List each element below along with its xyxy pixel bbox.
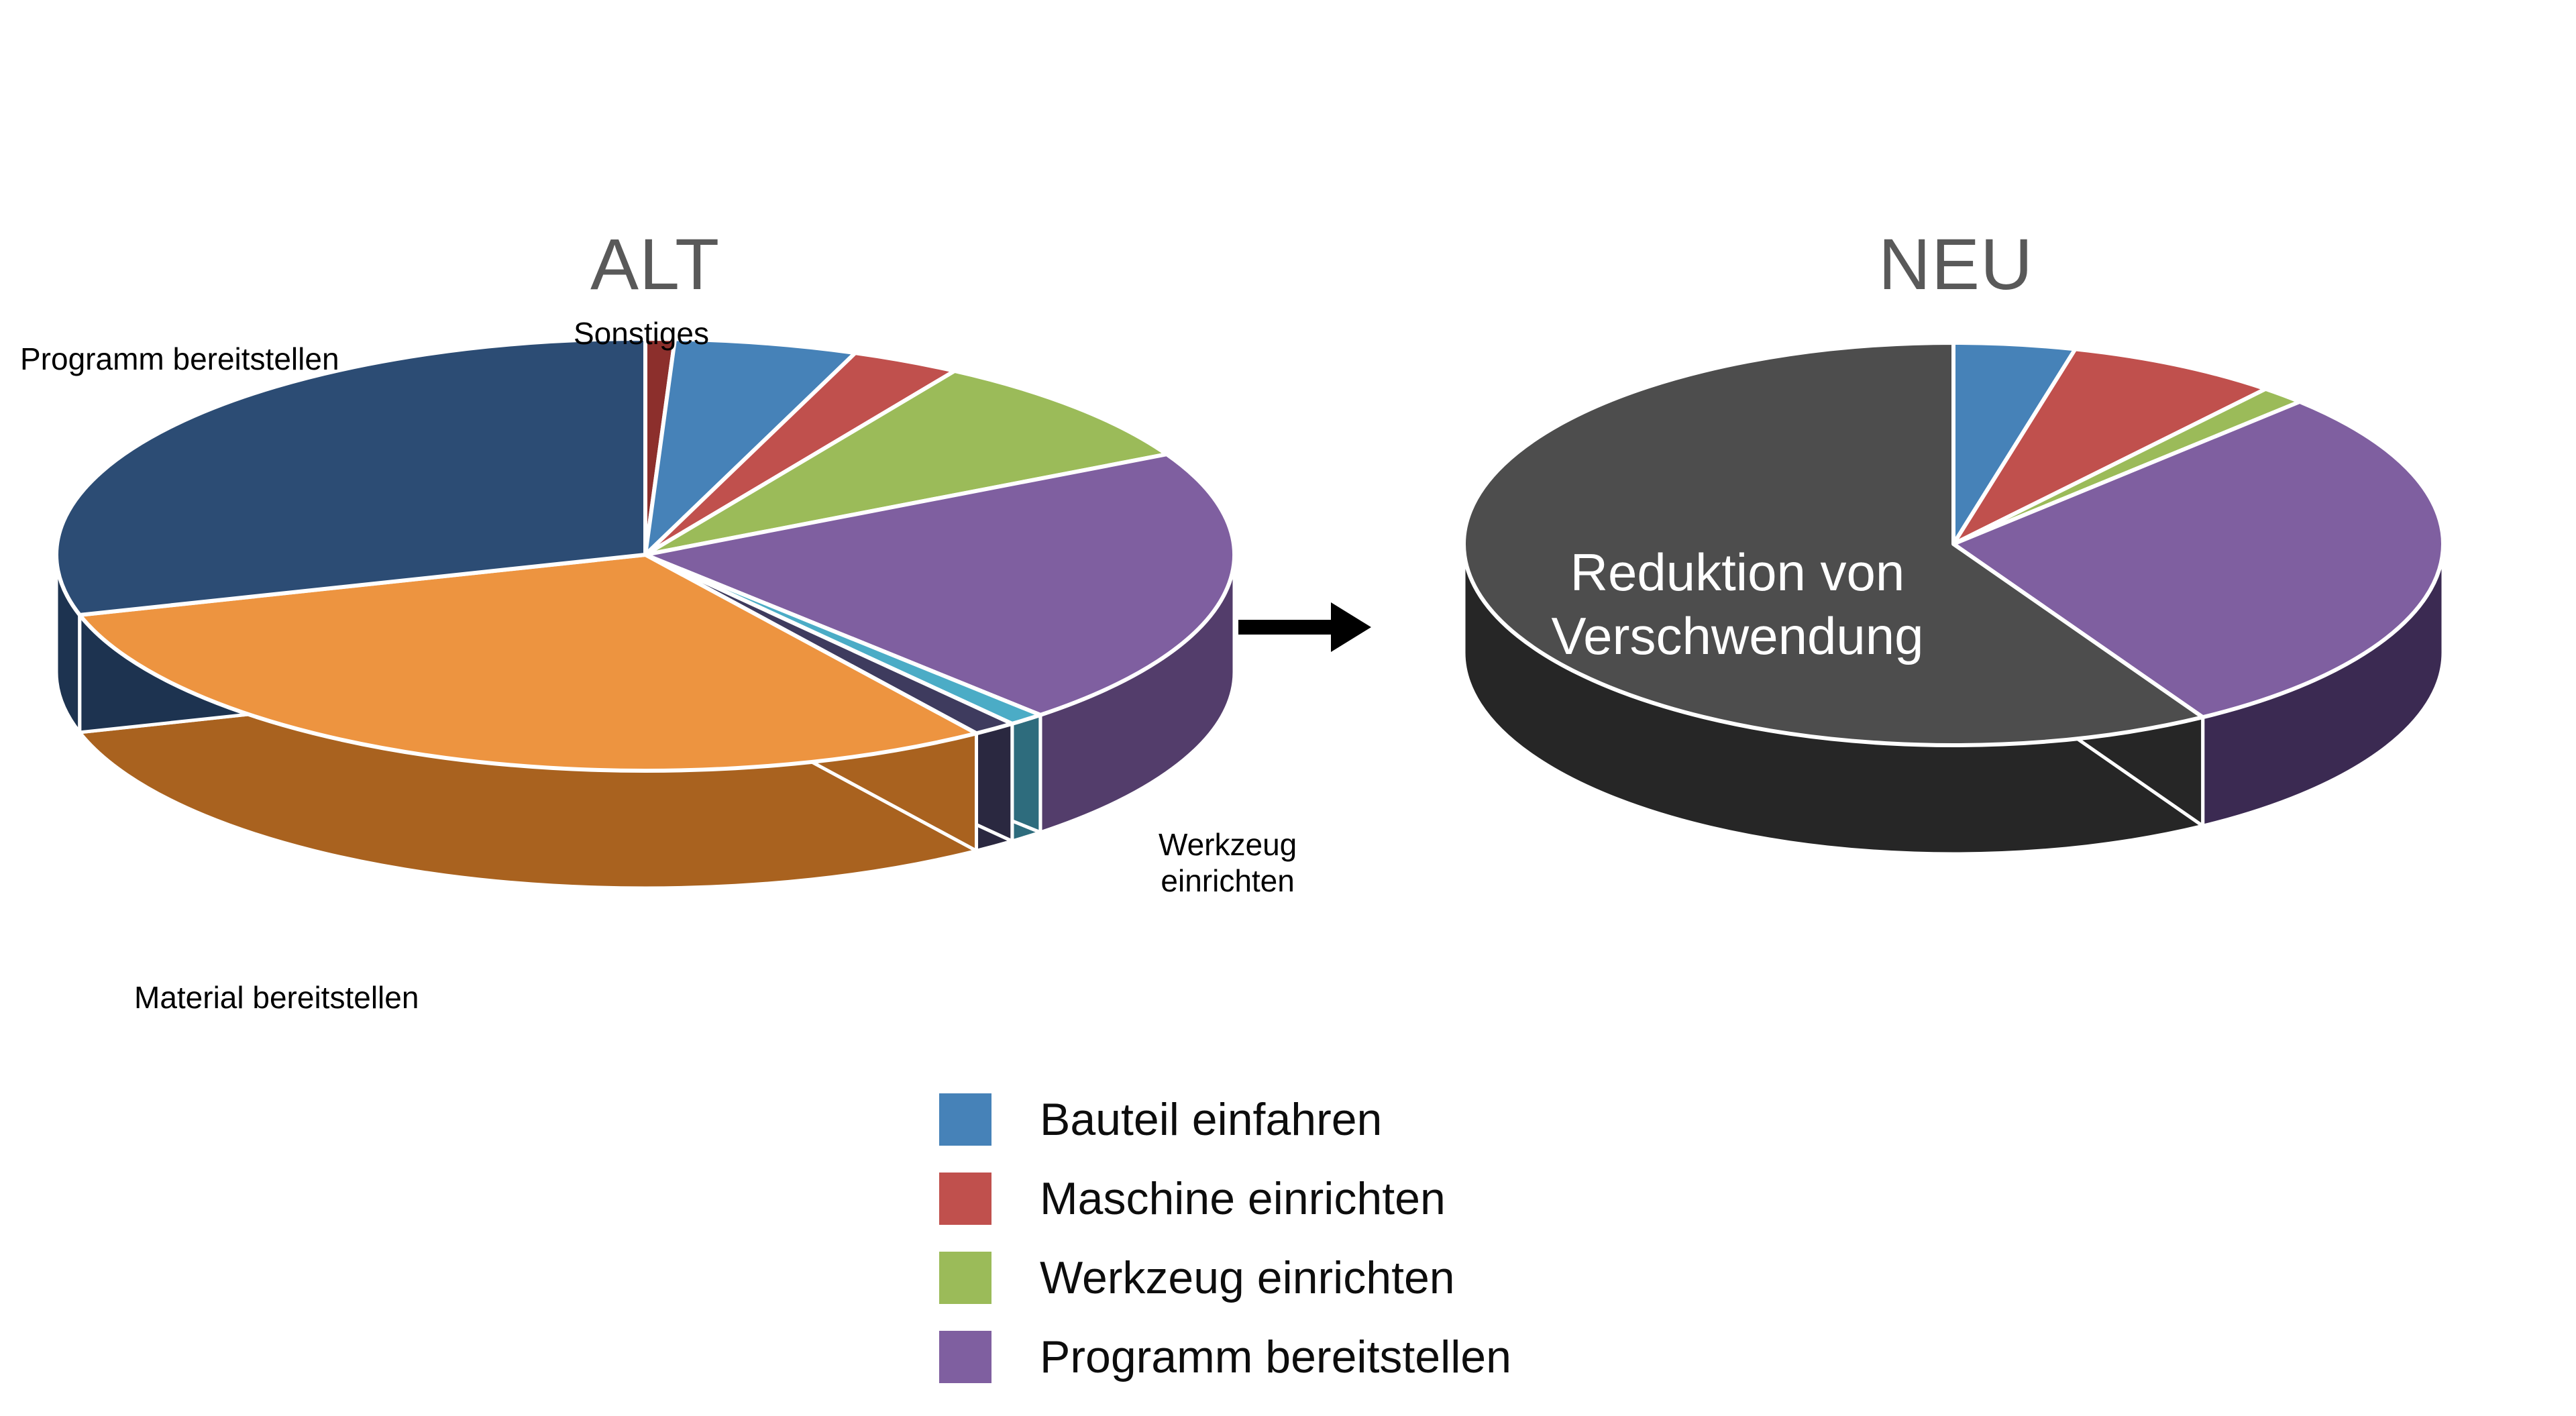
pie-slice[interactable]	[77, 553, 979, 773]
pie-slice[interactable]	[643, 337, 857, 557]
legend-label: Werkzeug einrichten	[1040, 1252, 1455, 1303]
label-reduktion-von-verschwendung: Reduktion von Verschwendung	[1551, 543, 1924, 666]
legend-item[interactable]: Werkzeug einrichten	[939, 1238, 1511, 1317]
right-arrow-icon	[1238, 602, 1371, 652]
pie-slice[interactable]	[1462, 341, 2205, 747]
legend-swatch	[939, 1093, 991, 1146]
pie-chart-neu	[1462, 341, 2445, 856]
legend-swatch	[939, 1173, 991, 1225]
legend-swatch	[939, 1331, 991, 1383]
label-programm-bereitstellen: Programm bereitstellen	[20, 341, 339, 376]
label-werkzeug-einrichten: Werkzeug einrichten	[1159, 827, 1297, 899]
legend-label: Maschine einrichten	[1040, 1173, 1446, 1224]
pie-slice[interactable]	[643, 368, 1169, 557]
label-sonstiges: Sonstiges	[574, 316, 710, 351]
pie-slice[interactable]	[1951, 399, 2445, 720]
legend-item[interactable]: Programm bereitstellen	[939, 1317, 1511, 1397]
label-material-bereitstellen: Material bereitstellen	[134, 980, 419, 1015]
legend-swatch	[939, 1252, 991, 1304]
pie-slice[interactable]	[1951, 347, 2268, 546]
legend-item[interactable]: Bauteil einfahren	[939, 1080, 1511, 1159]
pie-slice[interactable]	[643, 452, 1236, 717]
legend-item[interactable]: Maschine einrichten	[939, 1159, 1511, 1238]
legend-label: Bauteil einfahren	[1040, 1094, 1383, 1145]
chart-title-alt: ALT	[590, 223, 720, 305]
pie-chart-alt	[54, 337, 1236, 890]
pie-slice[interactable]	[54, 337, 647, 617]
chart-title-neu: NEU	[1878, 223, 2034, 305]
legend-label: Programm bereitstellen	[1040, 1331, 1511, 1382]
